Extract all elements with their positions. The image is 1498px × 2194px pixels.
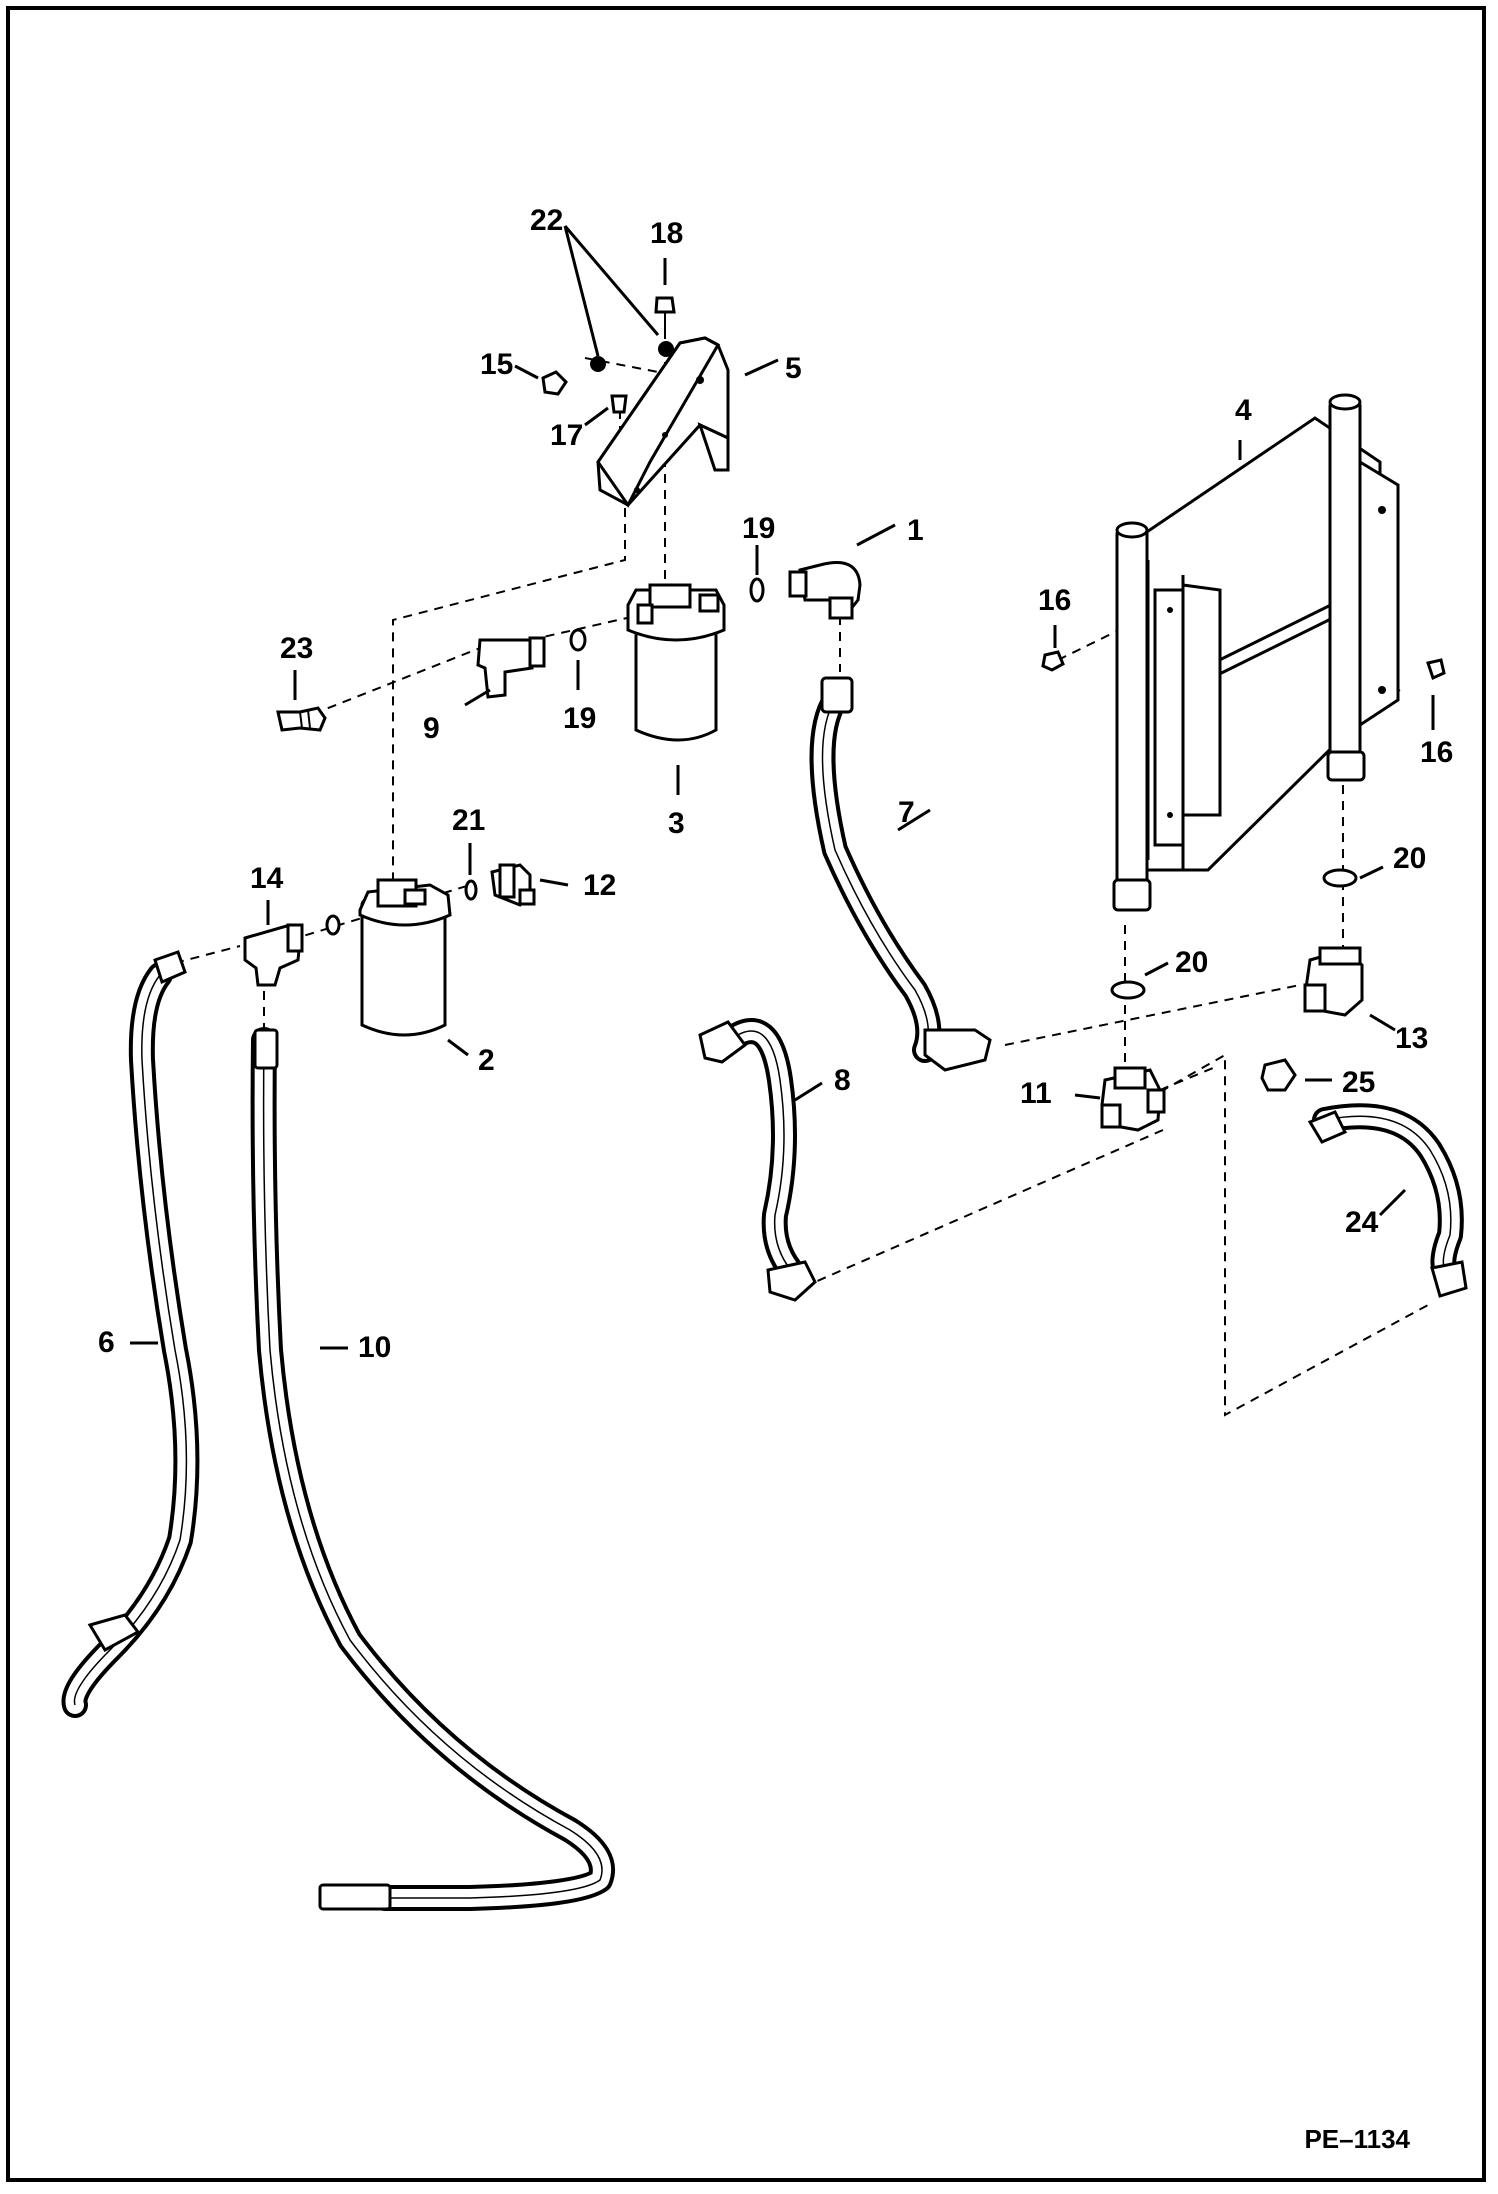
- callout-23: 23: [280, 632, 313, 665]
- bracket-fasteners: [541, 296, 676, 414]
- hose-7: [809, 676, 992, 1072]
- callout-labels: 1 2 3 4 5 6 7 8 9 10 11 12 13 14 15 16 1…: [98, 204, 1453, 1364]
- callout-19b: 19: [563, 702, 596, 735]
- callout-10: 10: [358, 1331, 391, 1364]
- o-ring-near-2: [325, 914, 341, 936]
- hose-6: [61, 950, 200, 1718]
- callout-17: 17: [550, 419, 583, 452]
- hose-8: [698, 1018, 817, 1302]
- washer-22a: [658, 341, 674, 357]
- callout-3: 3: [668, 807, 685, 840]
- temperature-switch-23: [276, 706, 327, 732]
- callout-25: 25: [1342, 1066, 1375, 1099]
- filter-2: [358, 878, 452, 1037]
- elbow-fitting-1: [788, 561, 862, 620]
- bolt-18: [654, 296, 676, 314]
- figure-id: PE–1134: [1304, 2124, 1410, 2154]
- callout-2: 2: [478, 1044, 495, 1077]
- callout-12: 12: [583, 869, 616, 902]
- washer-22b: [590, 356, 606, 372]
- tee-fitting-9: [476, 636, 546, 699]
- o-ring-20b: [1110, 980, 1146, 1000]
- bolt-16b: [1426, 658, 1446, 681]
- bolt-17: [610, 394, 628, 414]
- tee-fitting-11: [1100, 1066, 1166, 1132]
- oil-cooler-4: [1112, 393, 1400, 912]
- hose-10: [250, 1027, 615, 1912]
- callout-14: 14: [250, 862, 284, 895]
- callout-19a: 19: [742, 512, 775, 545]
- bolt-16a: [1041, 650, 1065, 672]
- callout-4: 4: [1235, 394, 1252, 427]
- elbow-fitting-12: [490, 863, 536, 907]
- o-ring-19a: [749, 577, 765, 603]
- elbow-fitting-13: [1303, 946, 1364, 1017]
- nut-15: [541, 370, 568, 396]
- callout-7: 7: [898, 796, 915, 829]
- o-ring-20a: [1322, 868, 1358, 888]
- callout-20a: 20: [1393, 842, 1426, 875]
- tee-fitting-14: [243, 923, 304, 987]
- filter-mount-bracket: [596, 336, 730, 508]
- callout-24: 24: [1345, 1206, 1379, 1239]
- callout-9: 9: [423, 712, 440, 745]
- callout-11: 11: [1020, 1077, 1052, 1110]
- callout-20b: 20: [1175, 946, 1208, 979]
- callout-1: 1: [907, 514, 924, 547]
- filter-3: [626, 583, 726, 742]
- callout-15: 15: [480, 348, 513, 381]
- callout-13: 13: [1395, 1022, 1428, 1055]
- callout-6: 6: [98, 1326, 115, 1359]
- callout-22: 22: [530, 204, 563, 237]
- callout-16a: 16: [1038, 584, 1071, 617]
- hose-24: [1307, 1103, 1468, 1298]
- callout-16b: 16: [1420, 736, 1453, 769]
- callout-18: 18: [650, 217, 683, 250]
- cap-25: [1260, 1058, 1297, 1092]
- callout-8: 8: [834, 1064, 851, 1097]
- o-ring-21: [464, 879, 478, 901]
- callout-5: 5: [785, 352, 802, 385]
- o-ring-19b: [569, 628, 587, 652]
- callout-21: 21: [452, 804, 485, 837]
- leader-lines: [130, 225, 1435, 1350]
